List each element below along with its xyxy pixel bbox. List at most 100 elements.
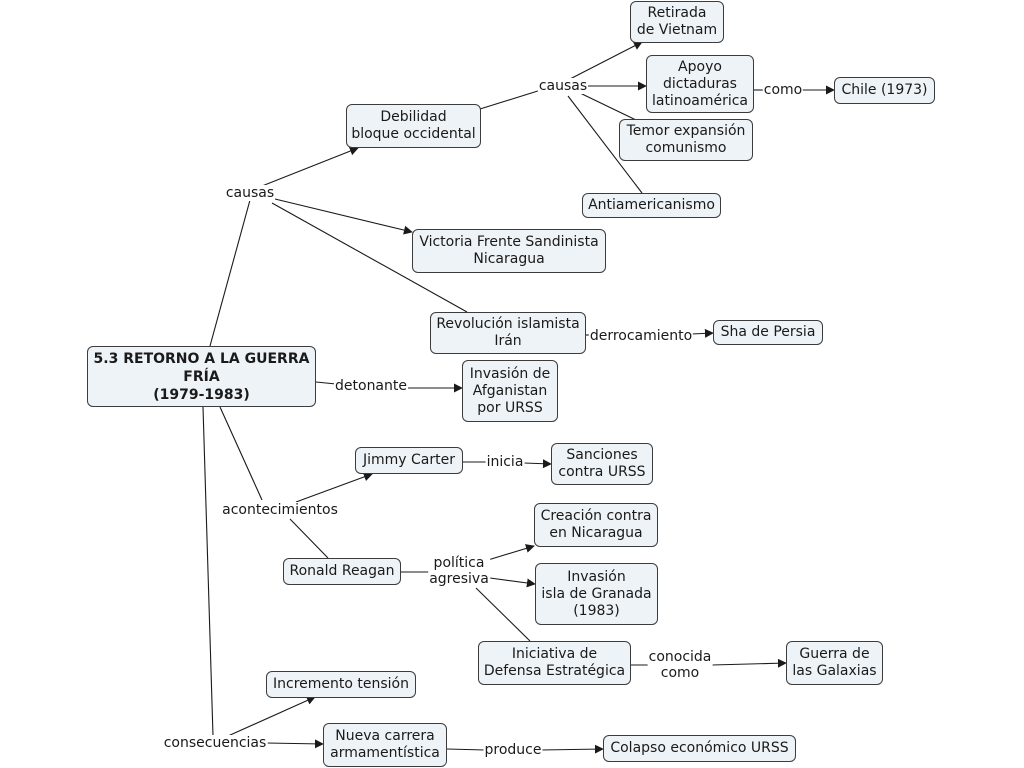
node-text: Debilidad <box>380 109 447 125</box>
node-jimmy-carter[interactable]: Jimmy Carter <box>355 447 463 474</box>
node-text: Colapso económico URSS <box>610 740 789 756</box>
link-label-derrocamiento: derrocamiento <box>588 328 694 344</box>
connector-politica-creacion <box>487 544 535 561</box>
node-text: (1983) <box>573 602 620 619</box>
node-invasion-granada[interactable]: Invasión isla de Granada (1983) <box>535 563 658 625</box>
connector-consecuencias-incremento <box>227 696 316 737</box>
node-text: dictaduras <box>663 75 737 92</box>
node-text: Temor expansión <box>626 123 746 139</box>
node-text: isla de Granada <box>541 585 652 602</box>
node-colapso-urss[interactable]: Colapso económico URSS <box>603 735 796 762</box>
node-text: Nueva carrera <box>335 728 435 744</box>
connector-conocida-galaxias <box>711 658 787 668</box>
connector-main-causas <box>209 199 251 347</box>
node-text: las Galaxias <box>792 663 877 679</box>
link-label-inicia: inicia <box>485 454 525 470</box>
main-topic-node[interactable]: 5.3 RETORNO A LA GUERRA FRÍA (1979-1983) <box>87 346 316 407</box>
connector-causas-revolucion <box>271 202 468 313</box>
node-retirada-vietnam[interactable]: Retirada de Vietnam <box>630 1 724 43</box>
main-topic-line-2: FRÍA <box>183 368 220 385</box>
node-text: Jimmy Carter <box>363 452 455 468</box>
connector-main-detonante <box>315 381 337 385</box>
node-text: Sha de Persia <box>720 324 816 340</box>
connector-main-acontecimientos <box>219 406 263 501</box>
node-debilidad-bloque-occidental[interactable]: Debilidad bloque occidental <box>346 104 481 148</box>
main-topic-line-1: 5.3 RETORNO A LA GUERRA <box>93 350 310 367</box>
node-revolucion-islamista[interactable]: Revolución islamista Irán <box>430 312 586 354</box>
link-text: detonante <box>335 378 407 394</box>
node-text: Ronald Reagan <box>289 563 395 579</box>
node-chile-1973[interactable]: Chile (1973) <box>834 77 935 104</box>
node-text: Defensa Estratégica <box>483 663 626 679</box>
node-text: Guerra de <box>799 646 870 662</box>
node-invasion-afganistan[interactable]: Invasión de Afganistan por URSS <box>462 360 558 422</box>
main-topic-line-3: (1979-1983) <box>153 386 250 403</box>
node-sanciones-urss[interactable]: Sanciones contra URSS <box>551 443 653 485</box>
link-label-conocida-como: conocida como <box>647 649 713 681</box>
node-text: Afganistan <box>472 382 548 399</box>
node-incremento-tension[interactable]: Incremento tensión <box>266 671 416 698</box>
node-text: en Nicaragua <box>549 525 643 541</box>
node-text: latinoamérica <box>651 92 749 109</box>
connector-causas-debilidad <box>261 146 359 187</box>
connector-main-consecuencias <box>202 406 214 737</box>
node-text: Apoyo <box>678 58 722 75</box>
connector-carrera-produce <box>446 748 486 751</box>
node-text: Nicaragua <box>473 251 545 267</box>
node-text: Revolución islamista <box>436 316 580 332</box>
node-text: Invasión <box>567 568 626 585</box>
link-label-politica-agresiva: política agresiva <box>428 555 490 587</box>
node-text: Incremento tensión <box>273 676 409 692</box>
node-text: de Vietnam <box>636 22 718 38</box>
link-text: derrocamiento <box>589 328 693 344</box>
node-antiamericanismo[interactable]: Antiamericanismo <box>582 193 721 218</box>
node-guerra-galaxias[interactable]: Guerra de las Galaxias <box>786 641 883 685</box>
connector-inicia-sanciones <box>523 459 552 469</box>
connector-causas-victoria <box>274 198 413 235</box>
node-ronald-reagan[interactable]: Ronald Reagan <box>283 558 401 585</box>
node-text: Antiamericanismo <box>588 197 715 213</box>
link-label-causas-main: causas <box>224 185 276 201</box>
node-text: Creación contra <box>540 508 652 524</box>
link-text: política <box>433 555 485 571</box>
node-text: Sanciones <box>566 447 638 463</box>
connector-debilidad-causas <box>479 89 542 110</box>
link-text: produce <box>484 742 542 758</box>
link-text: como <box>763 82 803 98</box>
node-nueva-carrera[interactable]: Nueva carrera armamentística <box>323 723 447 767</box>
link-text: inicia <box>486 454 524 470</box>
node-iniciativa-defensa[interactable]: Iniciativa de Defensa Estratégica <box>478 641 631 685</box>
node-text: contra URSS <box>558 464 646 480</box>
node-victoria-sandinista[interactable]: Victoria Frente Sandinista Nicaragua <box>412 229 606 273</box>
connector-produce-colapso <box>540 744 604 754</box>
link-label-produce: produce <box>483 742 543 758</box>
node-text: bloque occidental <box>351 126 476 142</box>
node-text: comunismo <box>645 140 727 156</box>
connector-politica-iniciativa <box>475 587 531 642</box>
connector-causas-temor <box>579 92 637 121</box>
node-text: Victoria Frente Sandinista <box>419 234 599 250</box>
link-label-acontecimientos: acontecimientos <box>221 502 339 518</box>
link-text: agresiva <box>429 571 489 587</box>
node-apoyo-dictaduras[interactable]: Apoyo dictaduras latinoamérica <box>646 55 754 113</box>
connector-consecuencias-carrera <box>265 739 324 749</box>
connector-acontecimientos-reagan <box>289 518 329 559</box>
link-label-causas-debilidad: causas <box>537 78 589 94</box>
node-sha-de-persia[interactable]: Sha de Persia <box>713 320 823 345</box>
link-text: consecuencias <box>163 735 267 751</box>
node-text: armamentística <box>330 745 440 761</box>
link-label-como: como <box>762 82 804 98</box>
node-text: Retirada <box>647 5 707 21</box>
link-text: como <box>660 665 700 681</box>
node-text: por URSS <box>477 399 543 416</box>
node-text: Invasión de <box>469 365 551 382</box>
link-text: causas <box>538 78 588 94</box>
node-creacion-contra[interactable]: Creación contra en Nicaragua <box>534 503 658 547</box>
link-label-detonante: detonante <box>334 378 408 394</box>
node-text: Irán <box>494 333 522 349</box>
node-temor-expansion[interactable]: Temor expansión comunismo <box>619 119 753 161</box>
link-text: acontecimientos <box>222 502 338 518</box>
link-text: causas <box>225 185 275 201</box>
connector-causas-antiamericanismo <box>567 95 643 194</box>
